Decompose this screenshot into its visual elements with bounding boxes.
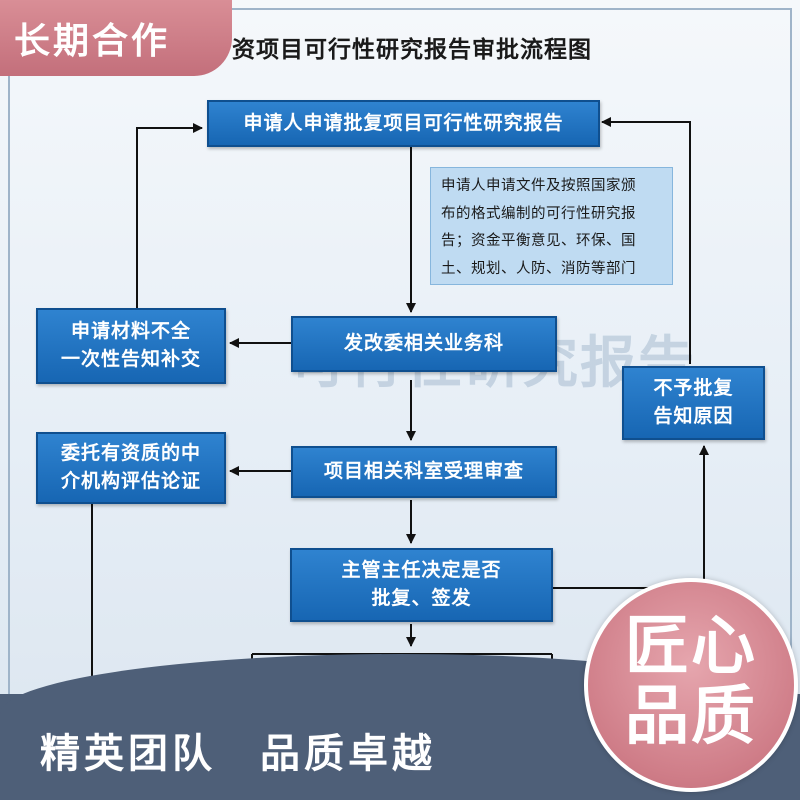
decide-node: 主管主任决定是否 批复、签发	[290, 548, 553, 622]
slogan-part1: 精英团队	[40, 731, 216, 777]
note-line: 布的格式编制的可行性研究报	[441, 205, 636, 222]
seal-line2: 品质	[625, 680, 757, 755]
entrust-node: 委托有资质的中 介机构评估论证	[36, 432, 226, 504]
incomplete-line1: 申请材料不全	[70, 320, 191, 343]
dept-node-label: 发改委相关业务科	[343, 332, 504, 355]
reject-line1: 不予批复	[653, 377, 734, 400]
diagram-title: 资项目可行性研究报告审批流程图	[232, 37, 592, 63]
note-line: 告；资金平衡意见、环保、国	[441, 233, 636, 250]
note-line: 申请人申请文件及按照国家颁	[441, 178, 636, 194]
long-term-cooperation-badge: 长期合作	[0, 0, 232, 76]
decide-line2: 批复、签发	[371, 587, 472, 609]
dept-node: 发改委相关业务科	[291, 316, 557, 372]
incomplete-node: 申请材料不全 一次性告知补交	[36, 308, 226, 384]
seal-line1: 匠心	[625, 610, 757, 684]
entrust-line2: 介机构评估论证	[60, 470, 201, 492]
apply-node: 申请人申请批复项目可行性研究报告	[207, 100, 600, 147]
apply-node-label: 申请人申请批复项目可行性研究报告	[243, 111, 564, 134]
arrow-decide-to-reject	[553, 445, 709, 589]
slogan-part2: 品质卓越	[260, 731, 436, 777]
quality-seal-text: 匠心 品质	[600, 612, 782, 762]
incomplete-line2: 一次性告知补交	[60, 348, 201, 370]
slogan: 精英团队 品质卓越	[40, 722, 436, 778]
reject-node: 不予批复 告知原因	[622, 366, 765, 440]
note-line: 土、规划、人防、消防等部门	[441, 260, 636, 277]
materials-note: 申请人申请文件及按照国家颁 布的格式编制的可行性研究报 告；资金平衡意见、环保、…	[430, 167, 673, 285]
badge-label: 长期合作	[14, 21, 171, 62]
reject-line2: 告知原因	[653, 405, 734, 427]
arrow-reject-to-apply	[601, 117, 691, 364]
review-node-label: 项目相关科室受理审查	[323, 460, 524, 483]
review-node: 项目相关科室受理审查	[291, 446, 557, 498]
decide-line1: 主管主任决定是否	[341, 559, 502, 582]
entrust-line1: 委托有资质的中	[60, 442, 201, 465]
arrow-incomplete-to-apply	[136, 123, 203, 310]
quality-seal	[584, 578, 798, 792]
